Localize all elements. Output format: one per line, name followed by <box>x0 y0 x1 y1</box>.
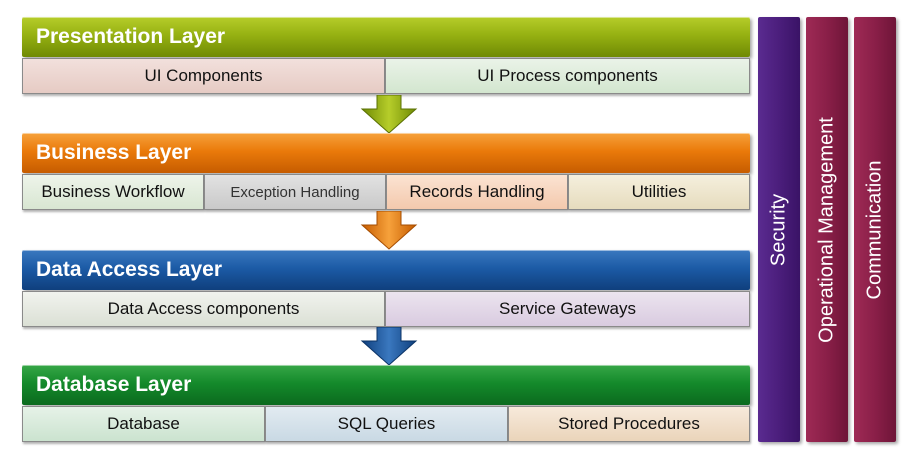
presentation-layer-title: Presentation Layer <box>22 17 750 57</box>
sql-queries-box: SQL Queries <box>265 406 508 442</box>
down-arrow-icon <box>360 327 418 366</box>
operational-management-label: Operational Management <box>815 116 838 343</box>
security-label: Security <box>767 193 790 266</box>
database-box: Database <box>22 406 265 442</box>
records-handling-box: Records Handling <box>386 174 568 210</box>
business-layer-title: Business Layer <box>22 133 750 173</box>
down-arrow-icon <box>360 95 418 134</box>
communication-label: Communication <box>863 160 886 299</box>
data-access-components-box: Data Access components <box>22 291 385 327</box>
data-access-components: Data Access components Service Gateways <box>22 291 750 327</box>
ui-components-box: UI Components <box>22 58 385 94</box>
data-access-layer-title: Data Access Layer <box>22 250 750 290</box>
business-workflow-box: Business Workflow <box>22 174 204 210</box>
operational-management-column: Operational Management <box>806 17 848 442</box>
business-components: Business Workflow Exception Handling Rec… <box>22 174 750 210</box>
presentation-components: UI Components UI Process components <box>22 58 750 94</box>
communication-column: Communication <box>854 17 896 442</box>
utilities-box: Utilities <box>568 174 750 210</box>
ui-process-components-box: UI Process components <box>385 58 750 94</box>
service-gateways-box: Service Gateways <box>385 291 750 327</box>
database-components: Database SQL Queries Stored Procedures <box>22 406 750 442</box>
security-column: Security <box>758 17 800 442</box>
exception-handling-box: Exception Handling <box>204 174 386 210</box>
down-arrow-icon <box>360 211 418 250</box>
stored-procedures-box: Stored Procedures <box>508 406 750 442</box>
database-layer-title: Database Layer <box>22 365 750 405</box>
